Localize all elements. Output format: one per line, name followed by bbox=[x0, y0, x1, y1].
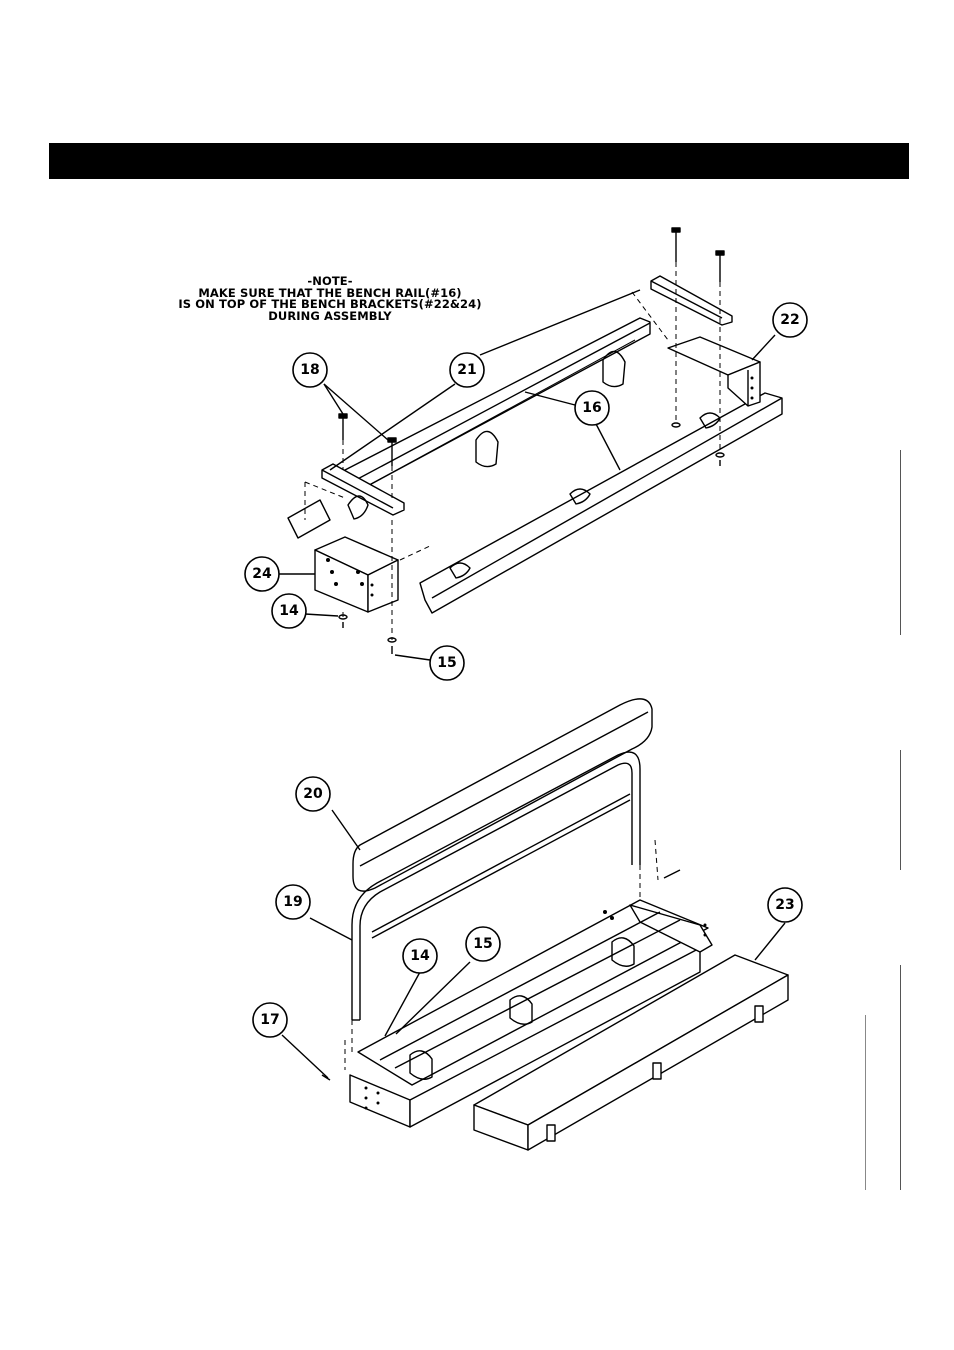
callout-label-24: 24 bbox=[252, 566, 272, 582]
callout-label-15-bottom: 15 bbox=[473, 936, 492, 952]
bench-frame-top-assembly bbox=[272, 228, 782, 660]
callout-label-17: 17 bbox=[260, 1012, 279, 1028]
callout-label-22: 22 bbox=[780, 312, 799, 328]
callout-label-18: 18 bbox=[300, 362, 319, 378]
callout-label-19: 19 bbox=[283, 894, 302, 910]
callout-label-15-top: 15 bbox=[437, 655, 456, 671]
bench-back-bottom-assembly bbox=[282, 699, 788, 1150]
callout-label-14-top: 14 bbox=[279, 603, 299, 619]
callouts bbox=[245, 303, 807, 1037]
callout-label-23: 23 bbox=[775, 897, 794, 913]
callout-label-20: 20 bbox=[303, 786, 323, 802]
callout-label-21: 21 bbox=[457, 362, 476, 378]
callout-label-14-bottom: 14 bbox=[410, 948, 430, 964]
callout-label-16: 16 bbox=[582, 400, 601, 416]
